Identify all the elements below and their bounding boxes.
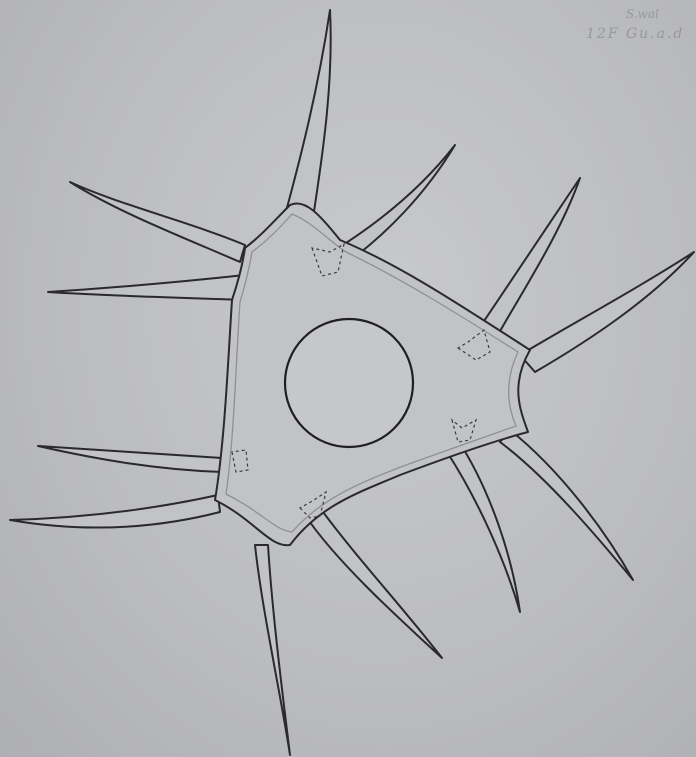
spine-bottom [305, 505, 442, 658]
spine-top [285, 10, 331, 225]
spine-left-lower [38, 446, 222, 472]
spine-bottom-left [255, 545, 290, 755]
spine-left [48, 275, 248, 300]
spine-far-right [520, 252, 694, 372]
nucleus [285, 319, 413, 447]
spine-bottom-right [447, 440, 520, 612]
spine-right-upper [478, 178, 580, 340]
spine-upper-left [70, 182, 245, 262]
spine-upper-right-short [335, 145, 455, 262]
spine-left-bottom [10, 495, 220, 528]
spine-right-lower [500, 430, 633, 580]
